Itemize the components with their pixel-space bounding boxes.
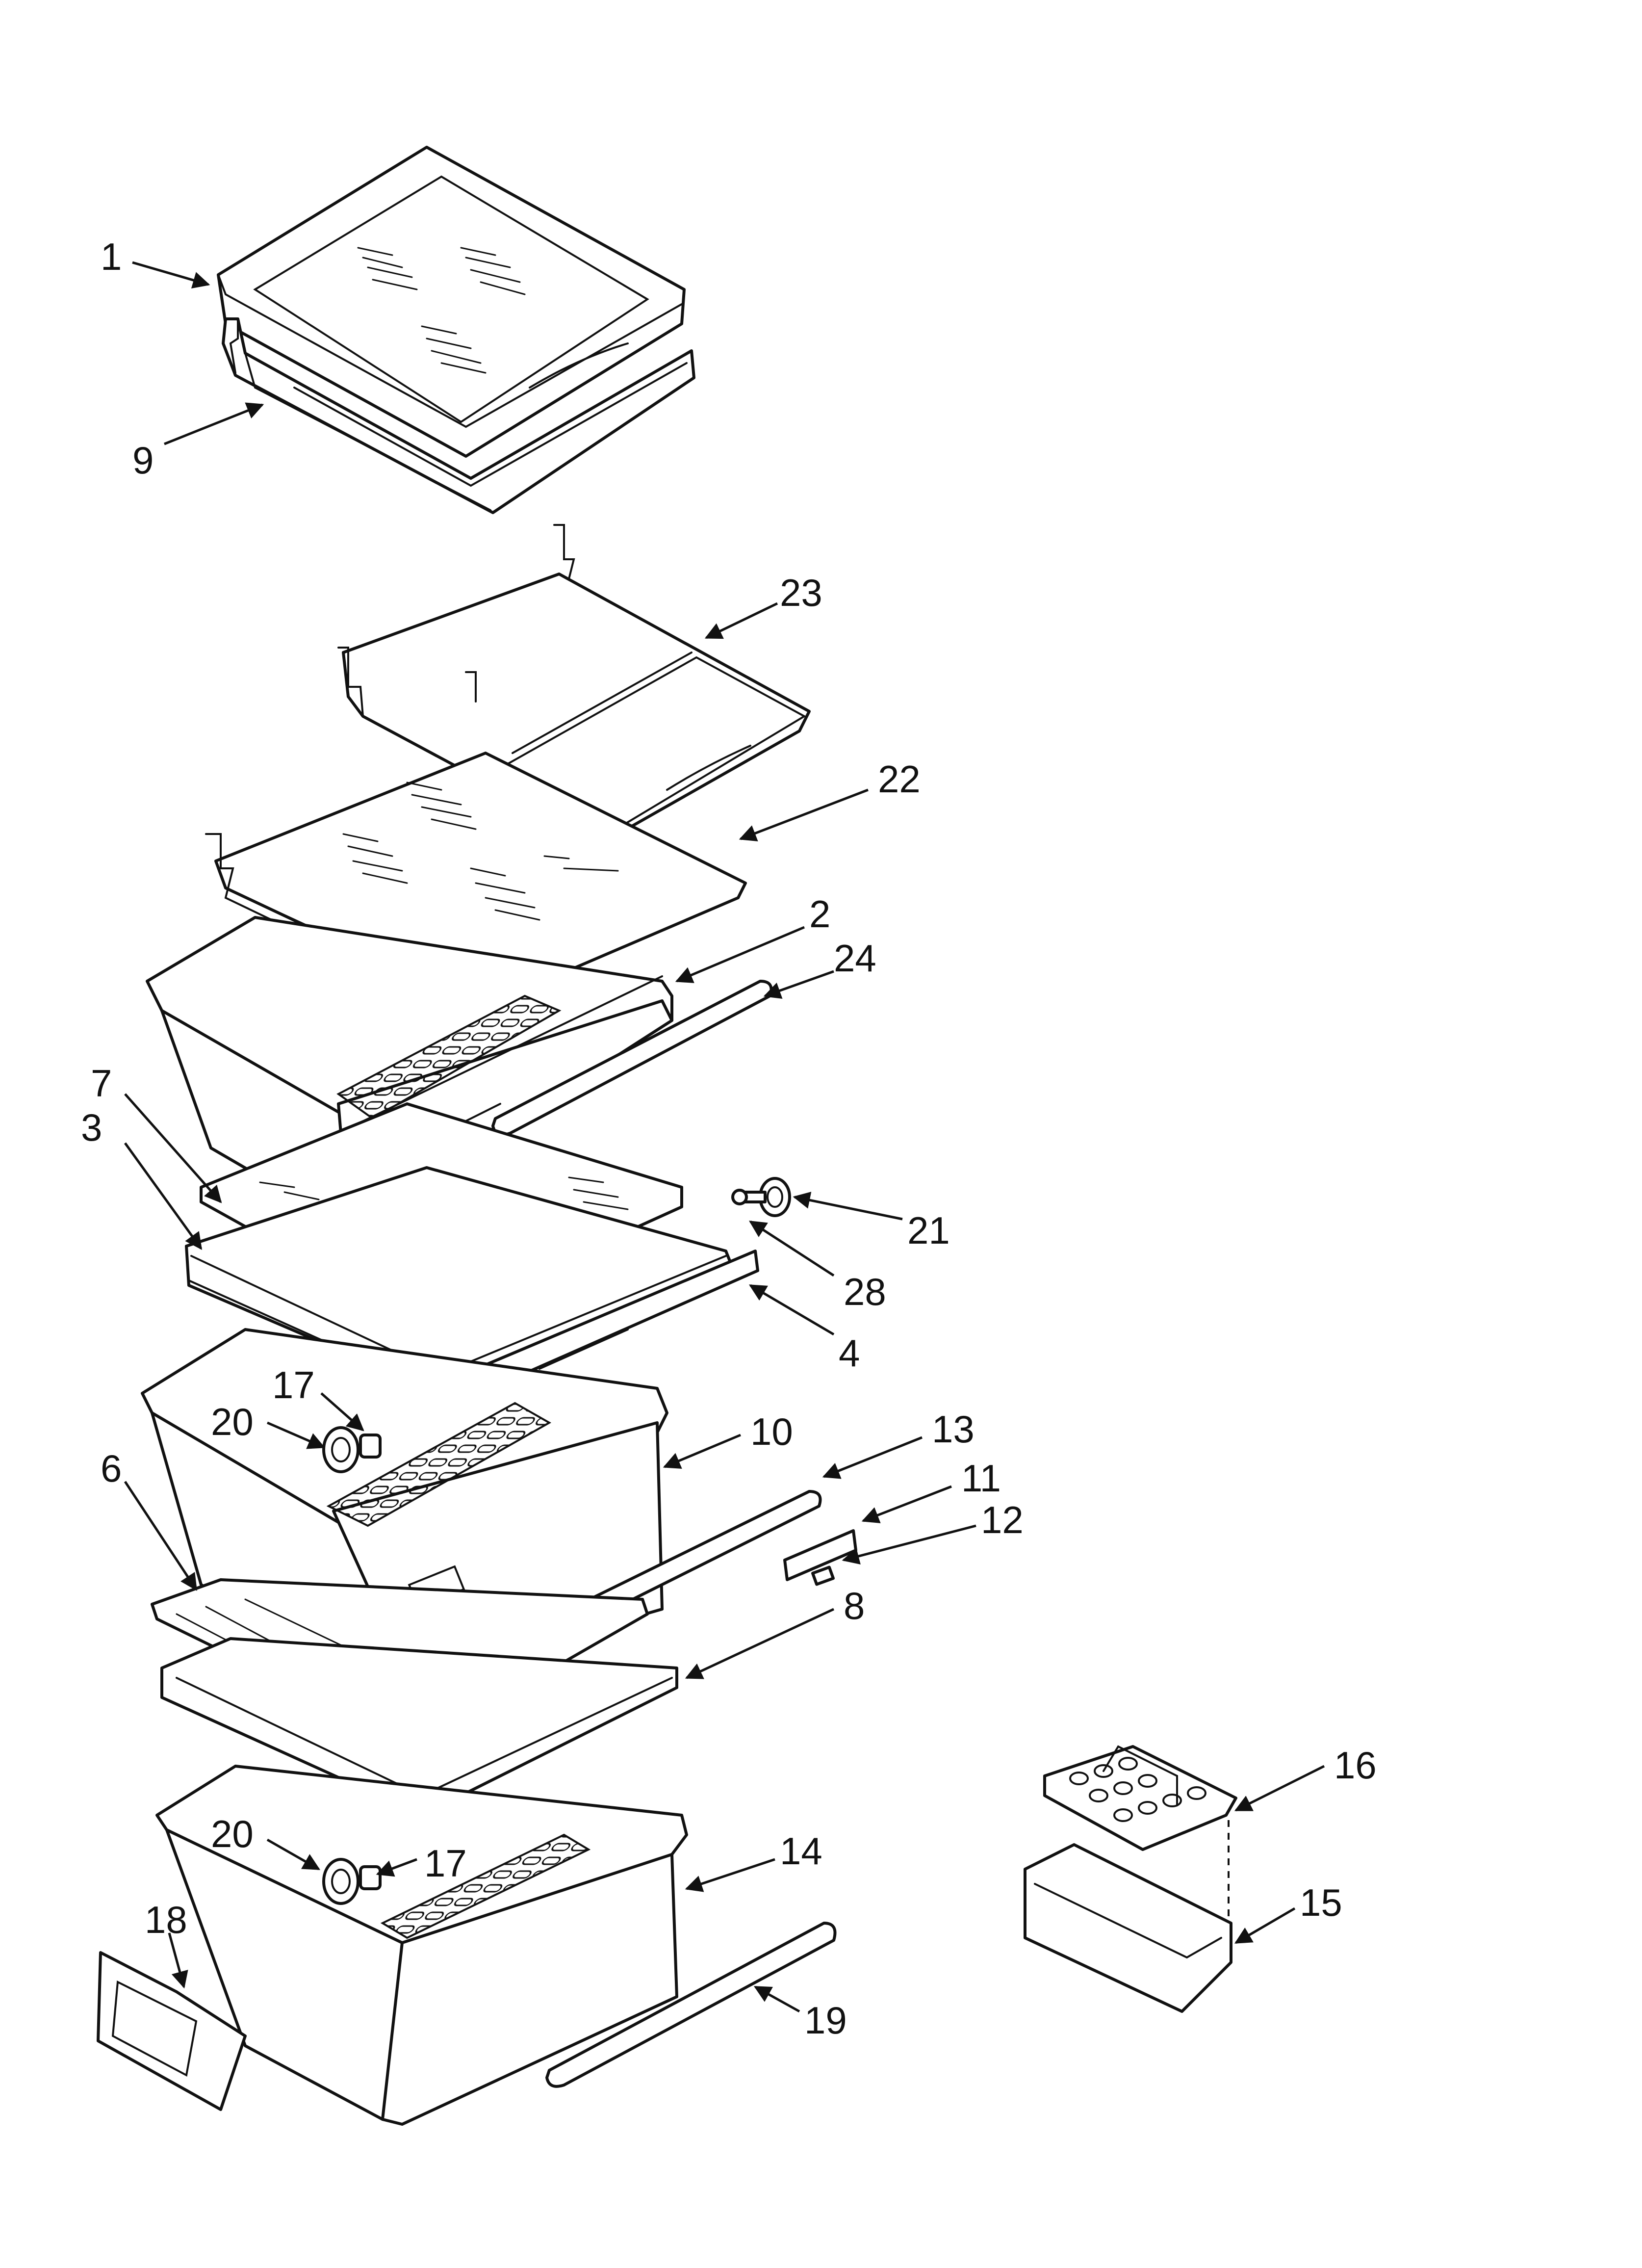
callout-17-lower: 17 (424, 1842, 467, 1885)
callout-21: 21 (907, 1209, 950, 1252)
callout-23: 23 (780, 571, 822, 614)
part-14-crisper-drawer (155, 1765, 688, 2126)
callout-1: 1 (101, 235, 122, 278)
callout-19: 19 (804, 1999, 847, 2042)
callout-6: 6 (101, 1447, 122, 1490)
part-28-screw (731, 1189, 767, 1205)
callout-15: 15 (1300, 1881, 1342, 1924)
callout-8: 8 (844, 1584, 865, 1627)
callout-14: 14 (780, 1829, 822, 1873)
part-17-spacer-lower (359, 1865, 382, 1890)
part-9-shelf-frame (222, 317, 695, 514)
part-12-clip (811, 1565, 835, 1586)
callout-2: 2 (809, 892, 830, 936)
callout-10: 10 (750, 1410, 793, 1453)
callout-28: 28 (844, 1270, 886, 1313)
part-19-trim (545, 1922, 837, 2088)
callout-20-lower: 20 (211, 1812, 254, 1855)
part-16-egg-tray (1043, 1745, 1237, 1851)
part-23-crisper-frame (337, 524, 811, 845)
callout-20-upper: 20 (211, 1400, 254, 1443)
part-20-roller-lower (322, 1858, 359, 1905)
leader-lines (124, 261, 1325, 2013)
callout-12: 12 (981, 1498, 1024, 1541)
callout-11: 11 (961, 1457, 1001, 1500)
part-18-label-bezel (97, 1951, 247, 2111)
callout-17-upper: 17 (272, 1363, 315, 1407)
callout-22: 22 (878, 757, 921, 801)
callout-16: 16 (1334, 1744, 1377, 1787)
callout-3: 3 (81, 1106, 102, 1149)
callout-13: 13 (932, 1408, 975, 1451)
callout-4: 4 (839, 1331, 860, 1375)
callout-7: 7 (91, 1062, 112, 1105)
callout-labels: 1 9 23 22 2 24 7 3 21 28 4 17 20 10 6 13… (81, 235, 1377, 2042)
callout-9: 9 (132, 439, 154, 482)
callout-24: 24 (834, 937, 876, 980)
part-15-egg-bin (1024, 1820, 1232, 2013)
callout-18: 18 (145, 1898, 187, 1941)
part-17-spacer-upper (359, 1434, 382, 1459)
part-20-roller-upper (322, 1426, 359, 1473)
